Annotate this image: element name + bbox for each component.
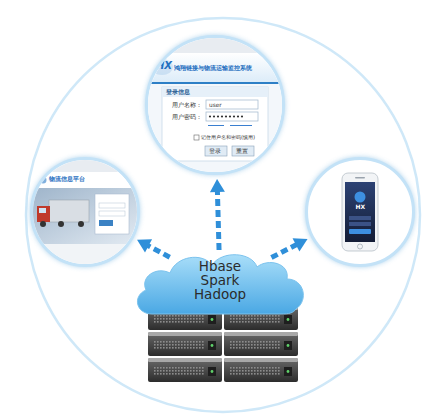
truck-wheel: [40, 221, 46, 227]
checkbox-label: 记住用户名和密码(慎用): [201, 134, 255, 140]
input-field: [349, 222, 371, 226]
server-rack: [148, 306, 298, 382]
login-panel: [162, 87, 268, 161]
truck-cab: [37, 206, 50, 222]
input-field: [206, 100, 258, 109]
system-title: 鸿翔链接与物流运输监控系统: [174, 64, 252, 71]
input-field: [99, 211, 125, 216]
server-unit: [148, 358, 222, 382]
arrow-head: [293, 238, 308, 251]
logo-text: HX: [156, 60, 172, 72]
logo-mark: [151, 59, 173, 75]
header-rule: [148, 82, 282, 84]
cloud-outline: [137, 255, 303, 314]
page-body: [148, 84, 282, 172]
button-label: 重置: [236, 148, 248, 155]
phone-speaker: [355, 177, 365, 179]
arrow-head: [137, 239, 152, 252]
phone-illustration: [308, 160, 412, 264]
input-field: [349, 216, 371, 220]
field-label: 用户密码：: [172, 114, 202, 121]
login-panel: [95, 194, 129, 234]
button-shape: [205, 146, 227, 156]
home-button: [358, 244, 363, 249]
button-shape: [99, 220, 113, 226]
mobile-circle: HX: [305, 157, 415, 267]
screenshot-circle: 物流信息平台: [30, 157, 140, 267]
phone-body: [342, 173, 378, 251]
truck-window: [39, 208, 46, 213]
field-value: user: [209, 102, 222, 109]
browser-bar: [148, 38, 282, 53]
screenshot-circle: HX鸿翔链接与物流运输监控系统登录信息用户名称： user 用户密码： 记住用户名和密…: [145, 35, 285, 175]
page-footer: [33, 244, 137, 264]
phone-screen: [345, 182, 375, 242]
app-name: HX: [356, 204, 366, 211]
panel-heading: 登录信息: [166, 89, 190, 96]
dashed-arrow: [271, 238, 307, 257]
server-unit: [148, 332, 222, 356]
button-label: 登录: [209, 148, 221, 155]
field-label: 用户名称：: [172, 102, 202, 109]
page-header: [148, 53, 282, 82]
truck-wheel: [58, 221, 64, 227]
server-unit: [224, 332, 298, 356]
arrow-shaft: [271, 244, 297, 258]
dashed-arrow: [210, 179, 225, 250]
app-logo: [355, 192, 366, 203]
arrow-shaft: [217, 190, 219, 250]
arrow-shaft: [147, 245, 170, 257]
banner-photo: [33, 188, 137, 244]
tech-stack: Hbase Spark Hadoop: [185, 259, 255, 301]
input-field: [206, 112, 258, 121]
button-shape: [232, 146, 254, 156]
page-header: [33, 172, 137, 188]
truck-trailer: [49, 200, 89, 222]
button-shape: [349, 229, 371, 234]
arrow-head: [210, 179, 225, 192]
truck-wheel: [78, 221, 84, 227]
logo-mark: [40, 177, 47, 184]
link-stub: [208, 125, 224, 126]
site-title: 物流信息平台: [49, 176, 85, 183]
dashed-arrow: [137, 239, 170, 257]
panel-header: [162, 87, 268, 97]
outer-ring: [26, 18, 420, 412]
password-dots: [209, 115, 243, 117]
browser-bar: [33, 160, 137, 172]
checkbox: [194, 135, 199, 140]
server-unit: [224, 358, 298, 382]
input-field: [99, 203, 125, 208]
cloud-node: Hbase Spark Hadoop: [130, 248, 310, 320]
portal-screenshot: [33, 160, 137, 264]
link-stub: [230, 125, 252, 126]
